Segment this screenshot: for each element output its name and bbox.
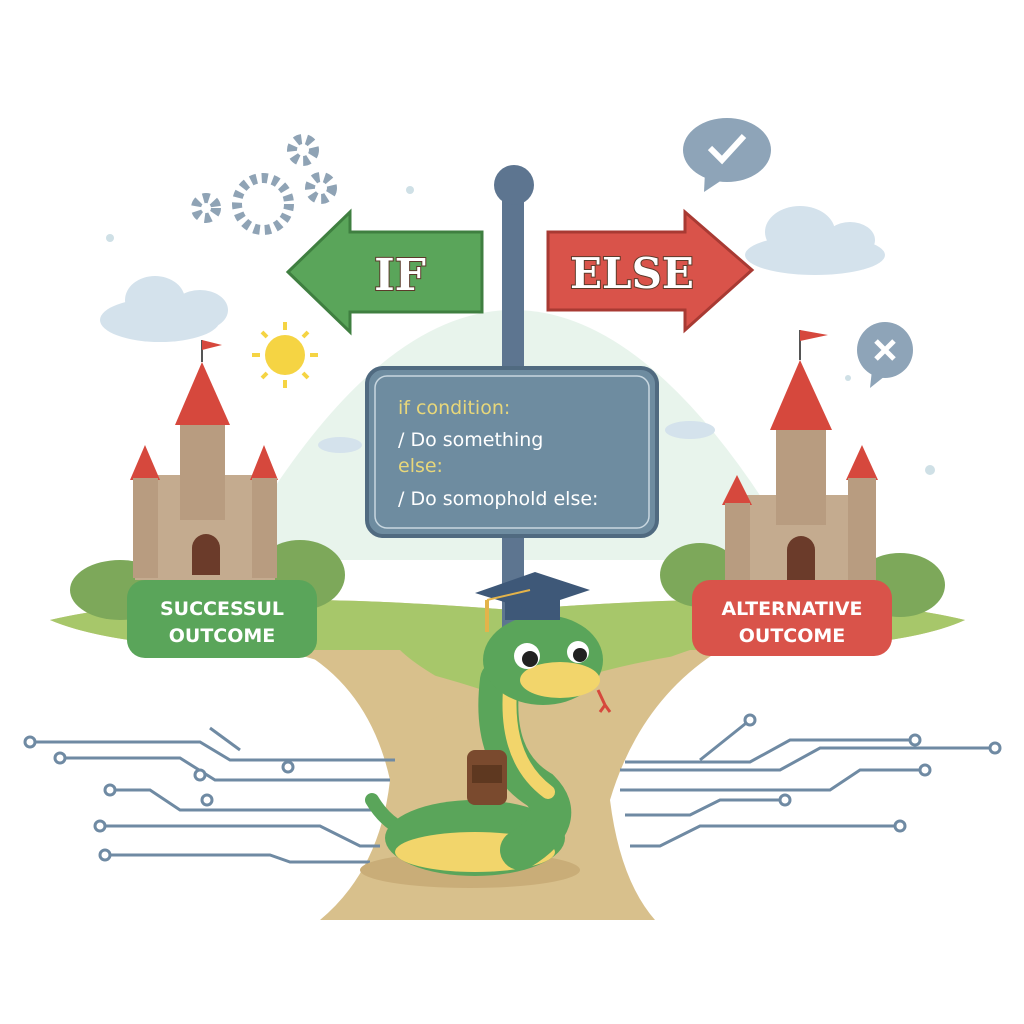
svg-text:SUCCESSUL: SUCCESSUL <box>160 598 284 620</box>
alternative-outcome-badge: ALTERNATIVE OUTCOME <box>692 580 892 656</box>
gear-icon <box>191 134 337 235</box>
checkmark-bubble-icon <box>683 118 771 192</box>
cloud-icon <box>318 421 715 453</box>
backpack-icon <box>467 750 507 805</box>
castle-icon-left <box>130 340 278 580</box>
svg-text:OUTCOME: OUTCOME <box>739 625 846 647</box>
else-label: ELSE <box>570 249 694 298</box>
code-line-4: / Do somophold else: <box>398 488 598 510</box>
svg-text:ALTERNATIVE: ALTERNATIVE <box>721 598 862 620</box>
sun-icon <box>252 322 318 388</box>
if-arrow-sign[interactable]: IF <box>285 208 484 336</box>
snake-mascot <box>360 615 612 888</box>
code-line-2: / Do something <box>398 429 543 451</box>
code-line-3: else: <box>398 455 443 477</box>
else-arrow-sign[interactable]: ELSE <box>546 208 755 334</box>
code-board: if condition: / Do something else: / Do … <box>365 366 659 538</box>
if-label: IF <box>374 250 426 301</box>
graduation-cap-icon <box>475 572 590 632</box>
sparkle-decorations <box>106 186 935 475</box>
code-line-1: if condition: <box>398 397 510 419</box>
x-bubble-icon <box>857 322 913 388</box>
castle-icon-right <box>722 330 878 585</box>
cloud-icon <box>100 276 228 342</box>
cloud-icon <box>745 206 885 275</box>
circuit-lines <box>30 718 995 864</box>
successful-outcome-badge: SUCCESSUL OUTCOME <box>127 580 317 658</box>
svg-text:OUTCOME: OUTCOME <box>169 625 276 647</box>
